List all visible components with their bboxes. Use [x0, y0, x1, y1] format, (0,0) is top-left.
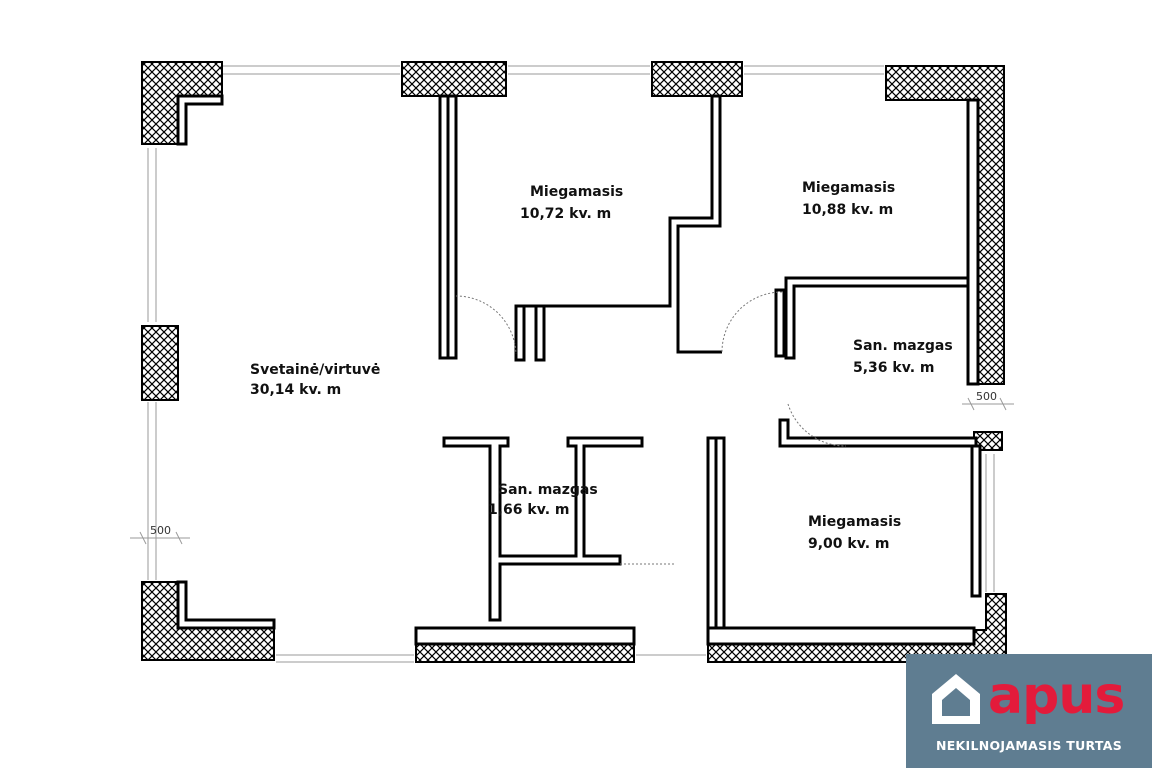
- brand-wordmark: apus: [988, 666, 1125, 726]
- dimension-500-left: 500: [130, 524, 190, 545]
- room-bedroom-3: Miegamasis 9,00 kv. m: [808, 514, 901, 552]
- room-bathroom-1: San. mazgas 5,36 kv. m: [853, 338, 953, 376]
- house-icon: [932, 674, 980, 724]
- dimension-label: 500: [150, 524, 171, 537]
- room-name: San. mazgas: [498, 482, 598, 498]
- dimension-500-right: 500: [962, 390, 1014, 411]
- room-area: 10,88 kv. m: [802, 202, 893, 218]
- room-bathroom-2: San. mazgas 1,66 kv. m: [488, 482, 598, 518]
- room-name: San. mazgas: [853, 338, 953, 354]
- room-bedroom-1: Miegamasis 10,72 kv. m: [520, 184, 623, 222]
- room-area: 1,66 kv. m: [488, 502, 570, 518]
- interior-walls: [176, 94, 982, 646]
- room-area: 5,36 kv. m: [853, 360, 935, 376]
- room-area: 30,14 kv. m: [250, 382, 341, 398]
- dimension-label: 500: [976, 390, 997, 403]
- room-area: 10,72 kv. m: [520, 206, 611, 222]
- room-name: Miegamasis: [808, 514, 901, 530]
- room-name: Svetainė/virtuvė: [250, 362, 380, 378]
- room-bedroom-2: Miegamasis 10,88 kv. m: [802, 180, 895, 218]
- room-name: Miegamasis: [530, 184, 623, 200]
- brand-logo-panel: apus NEKILNOJAMASIS TURTAS: [906, 654, 1152, 768]
- brand-tagline: NEKILNOJAMASIS TURTAS: [935, 738, 1123, 753]
- door-swings: [455, 291, 847, 565]
- room-name: Miegamasis: [802, 180, 895, 196]
- window-lines: [147, 65, 995, 663]
- room-area: 9,00 kv. m: [808, 536, 890, 552]
- room-living-kitchen: Svetainė/virtuvė 30,14 kv. m: [250, 362, 380, 398]
